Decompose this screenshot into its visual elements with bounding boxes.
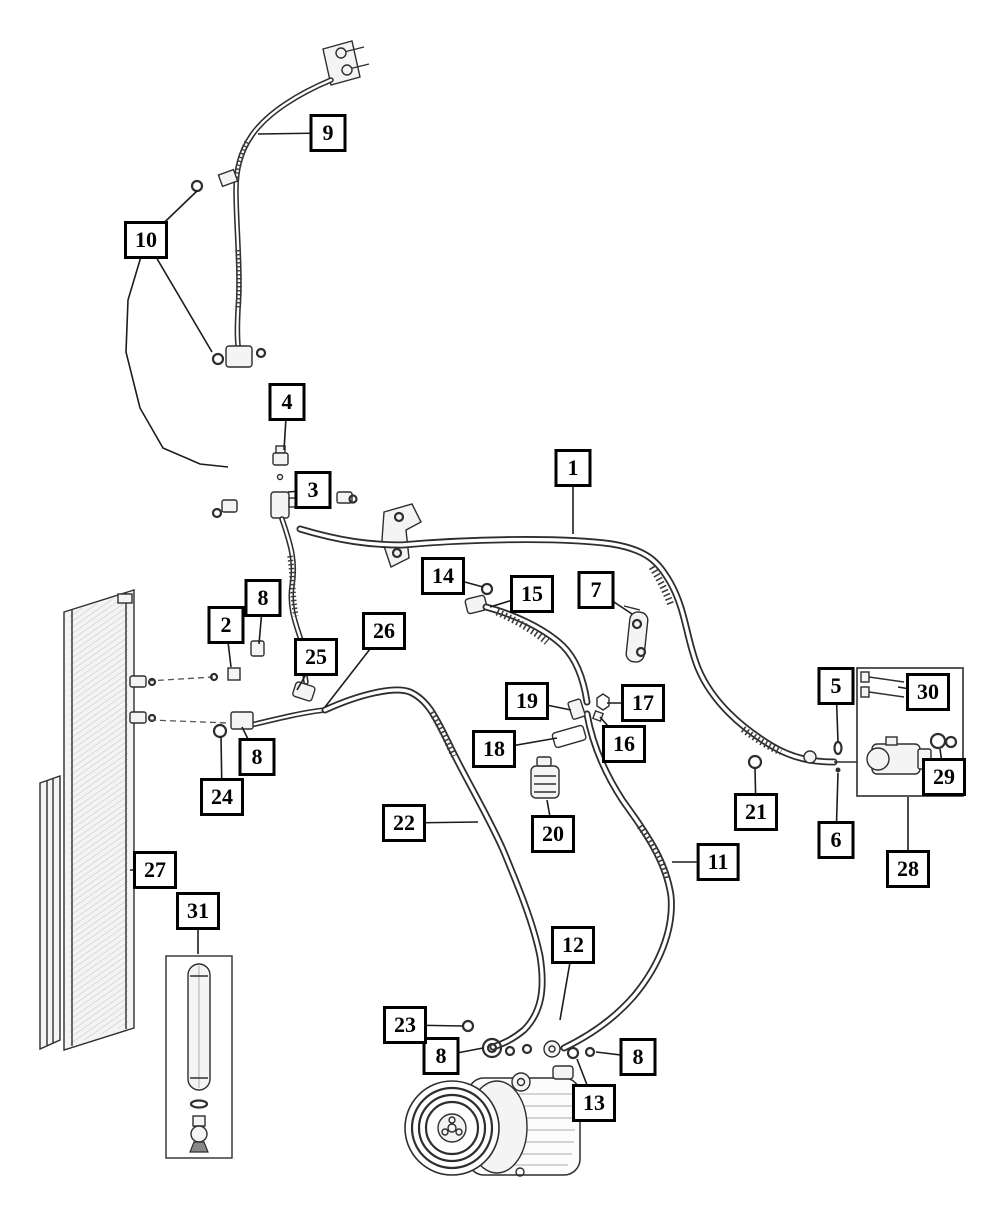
callout-15[interactable]: 15 (510, 575, 554, 613)
callout-20[interactable]: 20 (531, 815, 575, 853)
callout-14[interactable]: 14 (421, 557, 465, 595)
callout-2[interactable]: 2 (207, 606, 245, 644)
condenser-fittings (209, 640, 265, 739)
callout-23[interactable]: 23 (383, 1006, 427, 1044)
callout-8c[interactable]: 8 (422, 1037, 460, 1075)
callout-28[interactable]: 28 (886, 850, 930, 888)
callout-17[interactable]: 17 (621, 684, 665, 722)
suction-hose (464, 582, 675, 1060)
callout-29[interactable]: 29 (922, 758, 966, 796)
callout-12[interactable]: 12 (551, 926, 595, 964)
callout-3[interactable]: 3 (294, 471, 332, 509)
callout-16[interactable]: 16 (602, 725, 646, 763)
callout-10[interactable]: 10 (124, 221, 168, 259)
ac-line-assembly (296, 525, 857, 766)
callout-11[interactable]: 11 (696, 843, 740, 881)
callout-8b[interactable]: 8 (238, 738, 276, 776)
callout-21[interactable]: 21 (734, 793, 778, 831)
callout-30[interactable]: 30 (906, 673, 950, 711)
condenser (39, 589, 157, 1051)
fitting-hardware (211, 445, 358, 519)
callout-27[interactable]: 27 (133, 851, 177, 889)
callout-25[interactable]: 25 (294, 638, 338, 676)
callout-31[interactable]: 31 (176, 892, 220, 930)
pressure-sensor (530, 756, 560, 799)
callout-24[interactable]: 24 (200, 778, 244, 816)
callout-7[interactable]: 7 (577, 571, 615, 609)
liquid-line-lower (321, 686, 546, 1059)
upper-ac-line (190, 40, 370, 368)
line-bracket (623, 605, 649, 663)
callout-19[interactable]: 19 (505, 682, 549, 720)
callout-9[interactable]: 9 (309, 114, 347, 152)
callout-5[interactable]: 5 (817, 667, 855, 705)
receiver-drier-kit (165, 955, 233, 1159)
callout-8d[interactable]: 8 (619, 1038, 657, 1076)
callout-18[interactable]: 18 (472, 730, 516, 768)
dashed-guides (147, 676, 229, 724)
callout-22[interactable]: 22 (382, 804, 426, 842)
callout-4[interactable]: 4 (268, 383, 306, 421)
callout-8a[interactable]: 8 (244, 579, 282, 617)
callout-13[interactable]: 13 (572, 1084, 616, 1122)
compressor (404, 1065, 581, 1177)
callout-6[interactable]: 6 (817, 821, 855, 859)
callout-26[interactable]: 26 (362, 612, 406, 650)
callout-1[interactable]: 1 (554, 449, 592, 487)
leader-line-10 (125, 239, 229, 468)
